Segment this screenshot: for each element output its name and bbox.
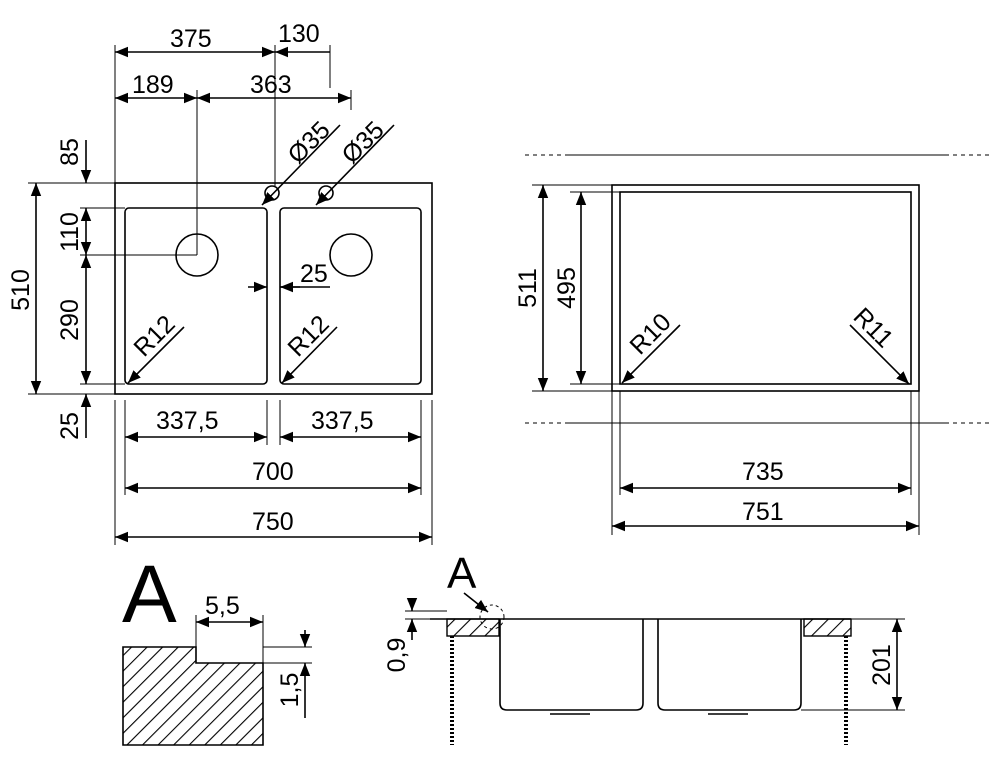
dim-290: 290: [56, 299, 84, 341]
dim-510: 510: [7, 269, 35, 311]
radius-label-left: R12: [128, 310, 180, 362]
dim-735: 735: [742, 458, 784, 486]
cutout-dimensions: [537, 185, 919, 532]
top-view: 375 130 189 363 337,5 337,5 700 750 25 5…: [7, 20, 433, 545]
dim-0-9: 0,9: [383, 638, 411, 673]
dim-bowl-left: 337,5: [156, 407, 219, 435]
worktop-right: [803, 618, 852, 637]
worktop-left: [446, 618, 500, 637]
right-tap-hole: [318, 185, 334, 201]
dim-700: 700: [252, 458, 294, 486]
diagonal-leaders: [127, 124, 395, 384]
extension-lines: [28, 45, 433, 545]
dim-bowl-right: 337,5: [311, 407, 374, 435]
horizontal-dimensions: [115, 46, 432, 543]
cutout-outer: [611, 184, 920, 392]
radius-label-r11: R11: [848, 302, 899, 353]
cutout-inner: [619, 191, 912, 385]
dim-gap-25: 25: [300, 260, 328, 288]
section-label: A: [447, 549, 477, 598]
section-view: A 0,9 201: [383, 549, 905, 745]
radius-label-right: R12: [282, 310, 334, 362]
detail-label: A: [122, 549, 177, 640]
dim-201: 201: [868, 644, 896, 686]
sink-outline: [114, 182, 433, 395]
detail-dimensions: [196, 616, 311, 718]
section-left-bowl: [499, 619, 644, 711]
dim-189: 189: [132, 71, 174, 99]
dim-85: 85: [56, 138, 84, 166]
detail-hatched-section: [122, 646, 264, 746]
dim-5-5: 5,5: [205, 592, 240, 620]
dim-751: 751: [742, 498, 784, 526]
cutout-view: 511 495 735 751 R10 R11: [514, 154, 990, 535]
left-tap-hole: [264, 185, 280, 201]
radius-label-r10: R10: [624, 308, 676, 360]
vertical-dimensions: [30, 140, 92, 438]
right-bowl: [279, 207, 422, 385]
dim-750: 750: [252, 508, 294, 536]
section-dimensions: [406, 598, 903, 710]
reference-lines: [525, 154, 990, 535]
left-bowl: [124, 207, 268, 385]
dim-511: 511: [514, 268, 542, 308]
hole-label-left: Ø35: [282, 116, 335, 169]
dim-130: 130: [278, 20, 320, 48]
dim-363: 363: [250, 71, 292, 99]
dim-375: 375: [170, 25, 212, 53]
dim-25-bottom: 25: [56, 412, 84, 440]
section-right-bowl: [657, 619, 802, 711]
dim-110: 110: [56, 212, 84, 252]
dim-495: 495: [553, 267, 581, 309]
detail-a: A 5,5 1,5: [122, 549, 312, 746]
hole-label-right: Ø35: [336, 116, 389, 169]
dim-1-5: 1,5: [276, 673, 304, 708]
right-drain-circle: [329, 233, 373, 277]
section-arrow: [463, 592, 489, 613]
